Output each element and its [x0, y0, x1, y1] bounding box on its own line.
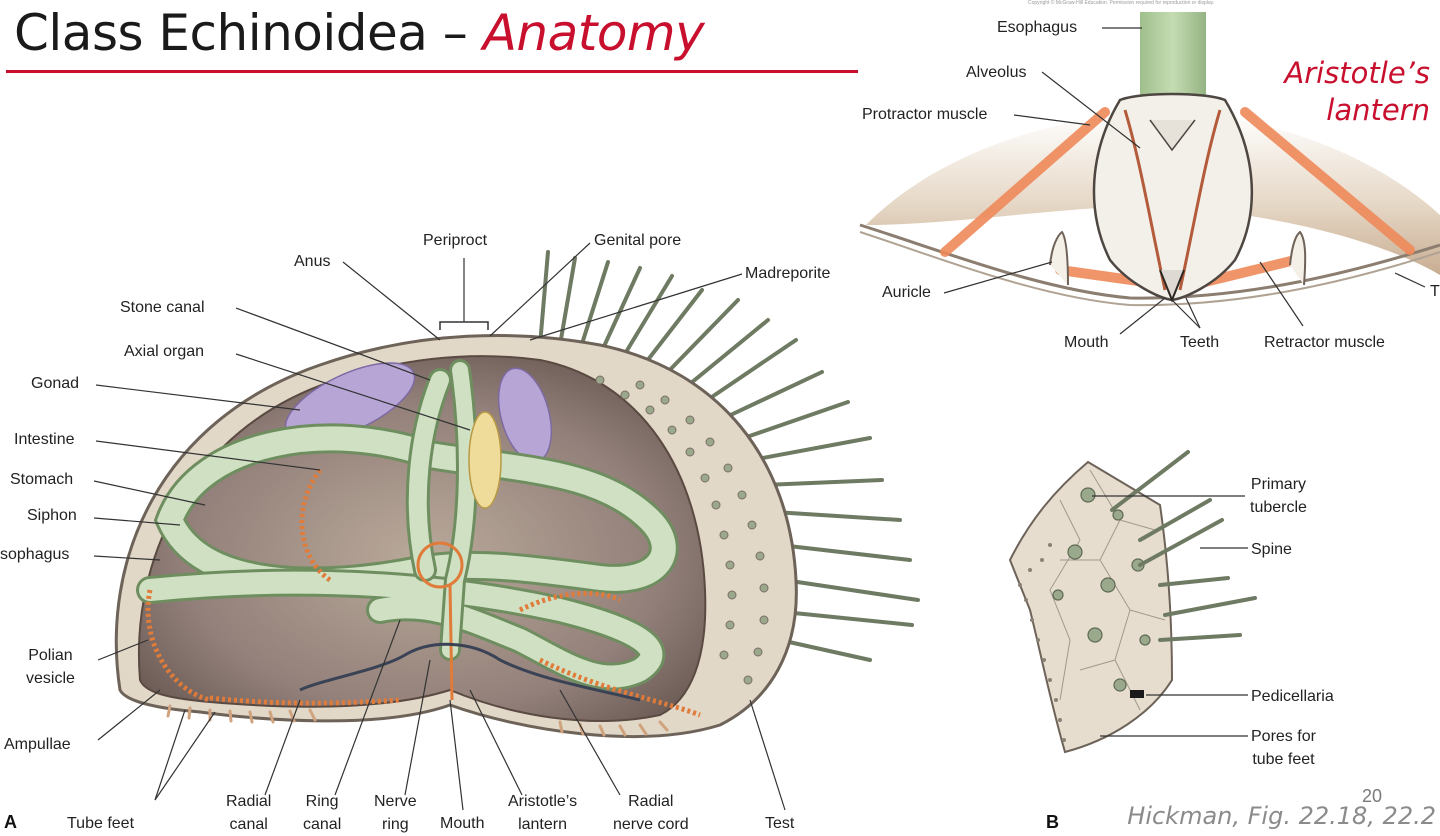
test-plates [595, 375, 769, 685]
figure-citation: Hickman, Fig. 22.18, 22.2 [1127, 802, 1436, 830]
label-teeth: Teeth [1180, 334, 1220, 351]
urchin-section [93, 242, 920, 811]
label-protractor-muscle: Protractor muscle [862, 106, 988, 123]
leader-lines-lantern [943, 27, 1426, 335]
urchin-spines [538, 250, 920, 662]
panel-label-b: B [1046, 812, 1059, 832]
label-polian-vesicle: Polian vesicle [26, 647, 75, 687]
copyright-notice: Copyright © McGraw-Hill Education. Permi… [1028, 0, 1215, 6]
label-spine: Spine [1251, 541, 1292, 558]
page-number: 20 [1362, 786, 1383, 806]
label-axial-organ: Axial organ [124, 343, 205, 360]
leader-lines-b [1092, 495, 1248, 737]
slide-title: Class Echinoidea – Anatomy [14, 4, 705, 62]
label-aristotles-lantern: Aristotle’s lantern [508, 793, 578, 833]
label-primary-tubercle: Primary tubercle [1250, 476, 1307, 516]
label-gonad: Gonad [31, 375, 80, 392]
label-periproct: Periproct [423, 232, 488, 249]
label-alveolus: Alveolus [966, 64, 1027, 81]
water-vascular [145, 468, 701, 718]
label-radial-nerve-cord: Radial nerve cord [613, 793, 689, 833]
label-stomach: Stomach [10, 471, 74, 488]
label-auricle: Auricle [882, 284, 931, 301]
lantern-illustration [859, 12, 1440, 335]
lantern-caption: Aristotle’s lantern [1284, 56, 1430, 127]
label-retractor-muscle: Retractor muscle [1264, 334, 1385, 351]
test-fragment [1008, 450, 1257, 754]
label-nerve-ring: Nerve ring [374, 793, 417, 833]
label-mouth: Mouth [440, 815, 485, 832]
label-anus: Anus [294, 253, 331, 270]
label-esophagus: sophagus [0, 546, 70, 563]
label-lantern-esophagus: Esophagus [997, 19, 1078, 36]
label-genital-pore: Genital pore [594, 232, 682, 249]
label-tube-feet: Tube feet [67, 815, 135, 832]
label-lantern-mouth: Mouth [1064, 334, 1109, 351]
label-ampullae: Ampullae [4, 736, 71, 753]
label-intestine: Intestine [14, 431, 75, 448]
leader-lines-a [93, 242, 786, 811]
label-ring-canal: Ring canal [303, 793, 342, 833]
title-underline [6, 70, 858, 73]
gut-loops [136, 359, 679, 691]
label-madreporite: Madreporite [745, 265, 831, 282]
title-main: Class Echinoidea – [14, 4, 483, 62]
label-pores-for-tube-feet: Pores for tube feet [1251, 728, 1316, 768]
panel-label-a: A [4, 812, 17, 832]
label-pedicellaria: Pedicellaria [1251, 688, 1334, 705]
label-lantern-edge: T [1430, 283, 1440, 300]
label-test: Test [765, 815, 795, 832]
title-accent: Anatomy [482, 4, 705, 62]
label-stone-canal: Stone canal [120, 299, 205, 316]
label-radial-canal: Radial canal [226, 793, 272, 833]
label-siphon: Siphon [27, 507, 77, 524]
